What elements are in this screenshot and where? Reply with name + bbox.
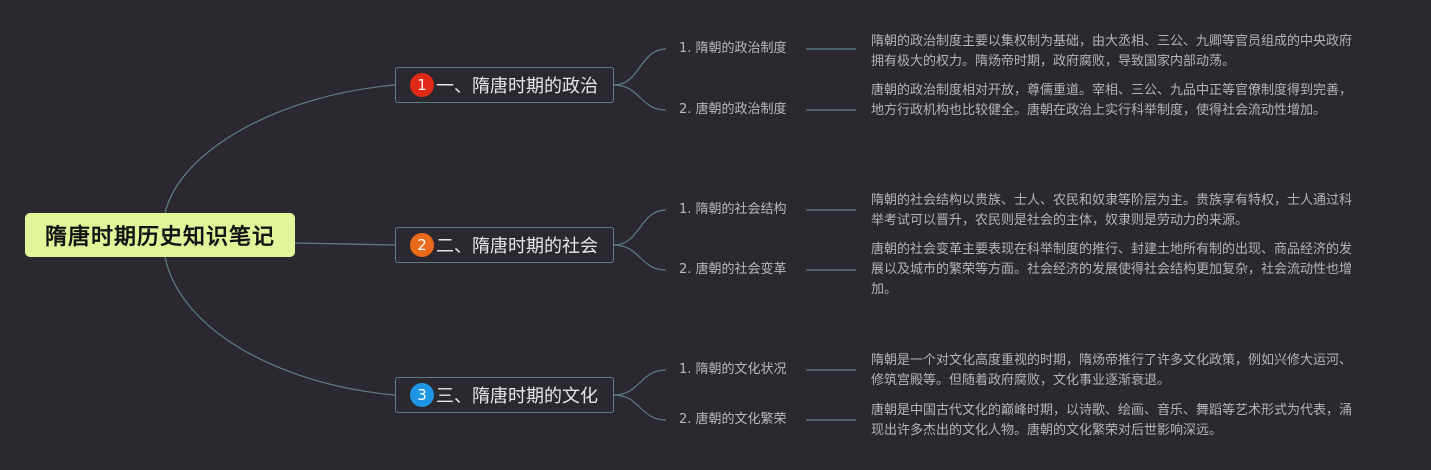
branch-culture[interactable]: 3 三、隋唐时期的文化	[395, 377, 614, 413]
link-branch-2-topic-2	[613, 244, 667, 271]
link-root-branch-1	[164, 84, 396, 214]
note-tang-politics: 唐朝的政治制度相对开放，尊儒重道。宰相、三公、九品中正等官僚制度得到完善，地方行…	[871, 83, 1353, 118]
link-branch-3-topic-1	[613, 369, 667, 396]
note-sui-society: 隋朝的社会结构以贵族、士人、农民和奴隶等阶层为主。贵族享有特权，士人通过科举考试…	[871, 193, 1353, 228]
subtopic-sui-culture[interactable]: 1. 隋朝的文化状况	[679, 362, 787, 377]
subtopic-tang-culture[interactable]: 2. 唐朝的文化繁荣	[679, 412, 787, 427]
badge-number-2-icon: 2	[410, 233, 434, 257]
link-root-branch-3	[164, 256, 396, 396]
branch-politics[interactable]: 1 一、隋唐时期的政治	[395, 67, 614, 103]
badge-number-1-icon: 1	[410, 73, 434, 97]
link-branch-1-topic-1	[613, 48, 667, 86]
branch-title: 一、隋唐时期的政治	[436, 76, 598, 97]
branch-society[interactable]: 2 二、隋唐时期的社会	[395, 227, 614, 263]
badge-number-3-icon: 3	[410, 383, 434, 407]
subtopic-sui-society[interactable]: 1. 隋朝的社会结构	[679, 202, 787, 217]
root-title: 隋唐时期历史知识笔记	[44, 225, 275, 250]
subtopic-sui-politics[interactable]: 1. 隋朝的政治制度	[679, 41, 787, 56]
note-sui-culture: 隋朝是一个对文化高度重视的时期，隋炀帝推行了许多文化政策，例如兴修大运河、修筑宫…	[871, 353, 1353, 388]
note-tang-culture: 唐朝是中国古代文化的巅峰时期，以诗歌、绘画、音乐、舞蹈等艺术形式为代表，涌现出许…	[871, 403, 1353, 438]
branch-title: 二、隋唐时期的社会	[436, 236, 598, 257]
note-tang-society: 唐朝的社会变革主要表现在科举制度的推行、封建土地所有制的出现、商品经济的发展以及…	[871, 242, 1353, 297]
link-root-branch-2	[294, 242, 396, 246]
link-branch-1-topic-2	[613, 84, 667, 111]
subtopic-tang-society[interactable]: 2. 唐朝的社会变革	[679, 262, 787, 277]
link-branch-3-topic-2	[613, 394, 667, 421]
branch-title: 三、隋唐时期的文化	[436, 386, 598, 407]
note-sui-politics: 隋朝的政治制度主要以集权制为基础，由大丞相、三公、九卿等官员组成的中央政府拥有极…	[871, 34, 1353, 69]
root-topic[interactable]: 隋唐时期历史知识笔记	[25, 213, 295, 257]
link-branch-2-topic-1	[613, 209, 667, 246]
subtopic-tang-politics[interactable]: 2. 唐朝的政治制度	[679, 102, 787, 117]
